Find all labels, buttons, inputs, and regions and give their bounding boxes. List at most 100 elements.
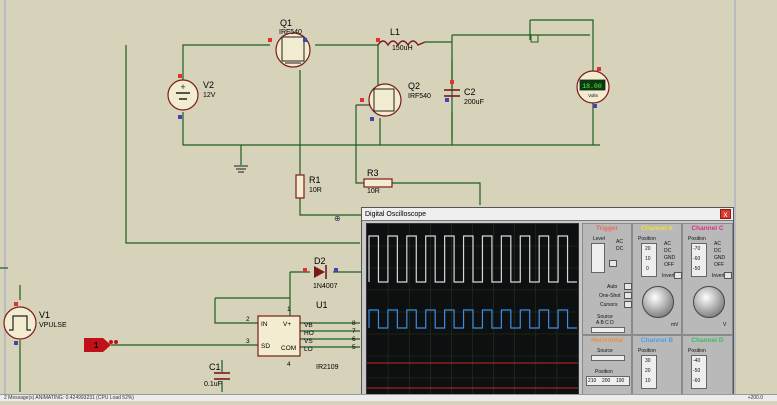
origin-marker-icon: ⊕ <box>334 214 341 223</box>
trigger-source-label: Source <box>597 314 613 320</box>
channel-c-position-slider[interactable] <box>691 243 707 277</box>
horizontal-position-slider[interactable] <box>586 376 630 386</box>
u1-pin-num-1: 1 <box>287 306 291 313</box>
channel-d-pane: Channel D Position -40 -50 -60 <box>682 335 733 401</box>
trigger-one-shot-label: One-Shot <box>599 293 621 299</box>
r1-resistor[interactable] <box>295 174 305 199</box>
v2-ref: V2 <box>203 80 214 90</box>
q2-ref: Q2 <box>408 81 420 91</box>
channel-c-pos-val-3: -50 <box>693 266 701 272</box>
horizontal-source-label: Source <box>597 348 613 354</box>
channel-a-unit: mV <box>671 322 679 328</box>
c1-ref: C1 <box>209 362 221 372</box>
channel-a-volts-knob[interactable] <box>642 286 674 318</box>
horizontal-position-label: Position <box>595 369 613 375</box>
r3-value: 10R <box>367 188 380 195</box>
trigger-pane: Trigger Level AC DC Auto One-Shot Cursor… <box>582 223 632 335</box>
u1-pin-sd: SD <box>261 343 270 350</box>
horizontal-val-3: 190 <box>616 378 625 384</box>
trigger-source-letters: A B C D <box>596 320 614 326</box>
status-text: 2 Message(s) ANIMATING: 0.424993231 (CPU… <box>4 395 134 401</box>
channel-d-position-slider[interactable] <box>691 355 707 389</box>
voltmeter[interactable] <box>576 70 610 104</box>
channel-a-position-slider[interactable] <box>641 243 657 277</box>
l1-inductor[interactable] <box>376 38 426 47</box>
horizontal-title: Horizontal <box>591 337 623 344</box>
u1-pin-num-6: 6 <box>352 336 356 343</box>
status-bar: 2 Message(s) ANIMATING: 0.424993231 (CPU… <box>0 394 777 401</box>
channel-a-invert-button[interactable] <box>674 272 682 279</box>
horizontal-source-slider[interactable] <box>591 355 625 361</box>
channel-c-invert-button[interactable] <box>724 272 732 279</box>
channel-c-position-label: Position <box>688 236 706 242</box>
channel-a-pos-val-3: 0 <box>646 266 649 272</box>
oscilloscope-window[interactable]: Digital Oscilloscope x Trigger Level AC … <box>361 207 734 401</box>
channel-a-pos-val-2: 10 <box>645 256 651 262</box>
u1-pin-ho: HO <box>304 330 314 337</box>
r1-value: 10R <box>309 187 322 194</box>
trigger-auto-button[interactable] <box>624 283 632 290</box>
channel-a-invert: Invert <box>662 273 675 279</box>
d2-diode[interactable] <box>303 265 338 279</box>
channel-b-position-slider[interactable] <box>641 355 657 389</box>
channel-c-invert: Invert <box>712 273 725 279</box>
channel-b-trace <box>368 309 577 329</box>
channel-a-gnd: GND <box>664 255 676 261</box>
u1-pin-num-5: 5 <box>352 344 356 351</box>
trigger-mode-toggle[interactable] <box>609 260 617 267</box>
close-button[interactable]: x <box>720 209 731 219</box>
horizontal-val-1: 210 <box>588 378 597 384</box>
v1-pulse-source[interactable] <box>3 302 37 345</box>
u1-driver-ic[interactable] <box>257 315 301 357</box>
channel-c-pos-val-1: -70 <box>693 246 701 252</box>
r3-resistor[interactable] <box>363 178 393 188</box>
trigger-one-shot-button[interactable] <box>624 292 632 299</box>
q1-ref: Q1 <box>280 18 292 28</box>
q1-value: IRF540 <box>279 29 302 36</box>
v2-source[interactable]: + <box>167 74 199 119</box>
d2-value: 1N4007 <box>313 283 338 290</box>
trigger-title: Trigger <box>595 225 619 232</box>
u1-pin-vs: VS <box>304 338 313 345</box>
oscilloscope-screen <box>366 223 579 401</box>
u1-pin-in: IN <box>261 321 268 328</box>
u1-pin-num-4: 4 <box>287 361 291 368</box>
q1-mosfet[interactable] <box>268 32 311 68</box>
u1-pin-vb: VB <box>304 322 313 329</box>
u1-value: IR2109 <box>316 364 339 371</box>
u1-pin-num-3: 3 <box>246 338 250 345</box>
channel-a-dc: DC <box>664 248 672 254</box>
trigger-level-label: Level <box>593 236 605 242</box>
channel-b-title: Channel B <box>640 337 674 344</box>
channel-d-title: Channel D <box>691 337 724 344</box>
c2-capacitor[interactable] <box>444 80 460 102</box>
q2-value: IRF540 <box>408 93 431 100</box>
v2-value: 12V <box>203 92 216 99</box>
channel-a-pane: Channel A Position 20 10 0 AC DC GND OFF… <box>632 223 682 335</box>
channel-d-pos-val-1: -40 <box>693 358 701 364</box>
terminal-1[interactable] <box>84 338 118 352</box>
trigger-level-slider[interactable] <box>591 243 605 273</box>
channel-c-volts-knob[interactable] <box>693 286 725 318</box>
v1-ref: V1 <box>39 310 50 320</box>
channel-c-off: OFF <box>714 262 724 268</box>
channel-c-gnd: GND <box>714 255 726 261</box>
u1-pin-num-2: 2 <box>246 316 250 323</box>
c1-capacitor[interactable] <box>214 372 230 380</box>
trigger-cursors-button[interactable] <box>624 301 632 308</box>
channel-b-pos-val-3: 10 <box>645 378 651 384</box>
terminal-label: 1 <box>94 341 99 350</box>
trigger-source-slider[interactable] <box>591 327 625 333</box>
svg-text:+: + <box>180 82 185 92</box>
l1-ref: L1 <box>390 27 400 37</box>
r3-ref: R3 <box>367 168 379 178</box>
trigger-auto-label: Auto <box>607 284 618 290</box>
oscilloscope-title: Digital Oscilloscope <box>362 208 733 221</box>
channel-a-trace <box>368 235 577 283</box>
channel-c-unit: V <box>723 322 727 328</box>
q2-mosfet[interactable] <box>356 83 402 121</box>
c2-ref: C2 <box>464 87 476 97</box>
c2-value: 200uF <box>464 99 484 106</box>
channel-a-ac: AC <box>664 241 671 247</box>
